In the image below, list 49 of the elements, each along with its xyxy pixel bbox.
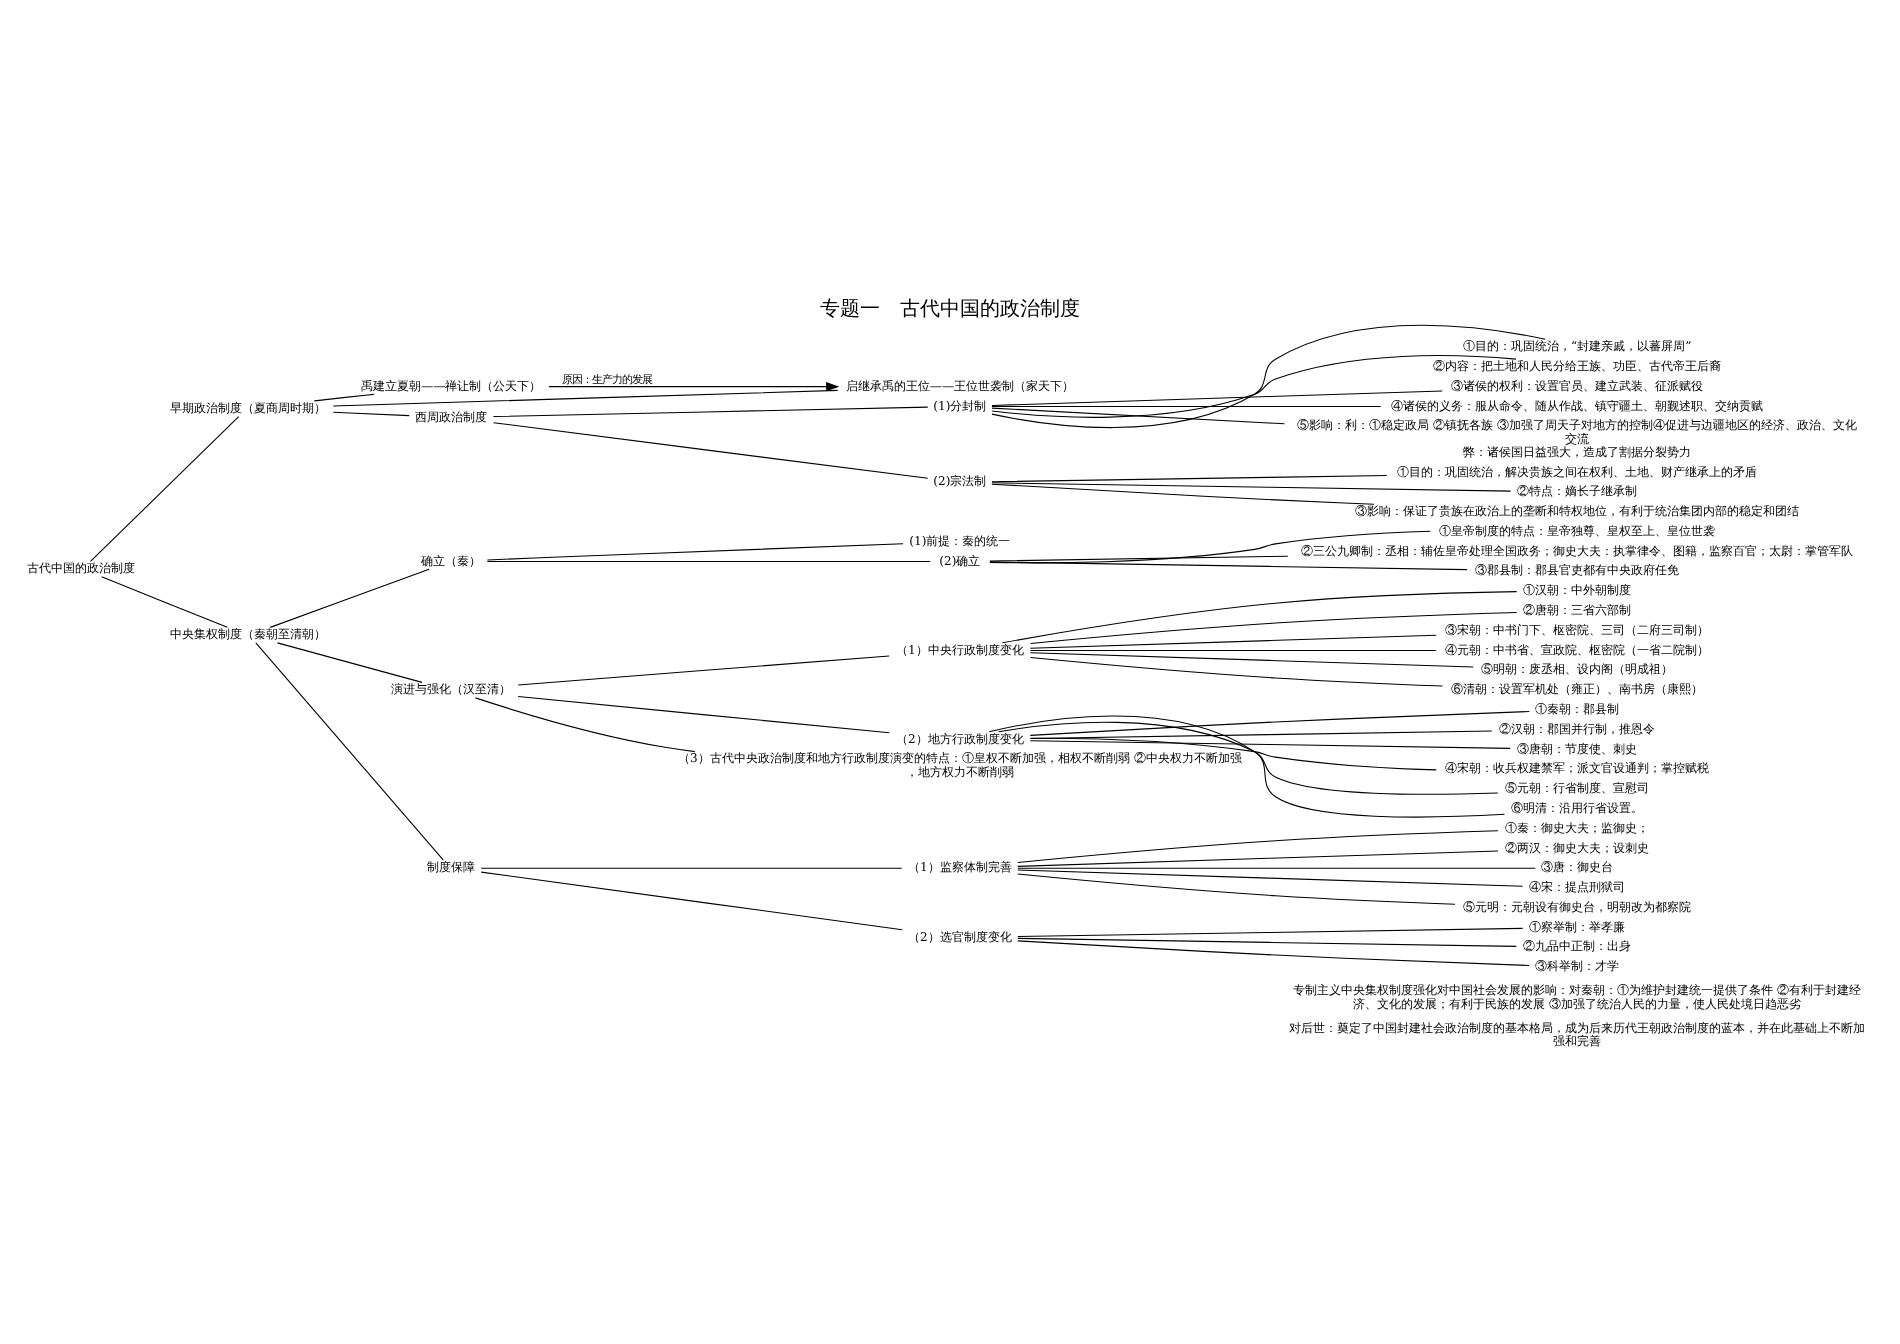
connector: [332, 411, 410, 417]
connector: [991, 474, 1388, 483]
connector: [991, 355, 1517, 418]
connector: [991, 390, 1443, 406]
connector: [1017, 927, 1524, 938]
arrow: [548, 382, 840, 392]
connector: [989, 555, 1289, 562]
connector: [517, 695, 890, 734]
connector: [991, 407, 1285, 425]
connector: [486, 543, 904, 561]
connector: [991, 405, 1382, 407]
connector: [1017, 873, 1456, 905]
connector: [991, 482, 1512, 492]
connector: [1029, 711, 1530, 736]
connector: [486, 560, 931, 562]
connector: [255, 642, 444, 861]
connector: [276, 642, 423, 683]
connector: [1001, 591, 1518, 644]
connector: [1017, 869, 1524, 887]
connector: [89, 416, 240, 562]
connector: [480, 871, 903, 931]
connector: [1017, 940, 1530, 967]
connector: [989, 561, 1468, 571]
connector: [1029, 649, 1437, 652]
connector: [998, 721, 1499, 795]
connector: [1030, 657, 1443, 687]
connector: [313, 393, 375, 402]
connector: [1030, 611, 1518, 645]
diagram-title: 专题一 古代中国的政治制度: [820, 298, 1080, 321]
connector: [1017, 867, 1536, 869]
connector: [101, 576, 228, 628]
connector: [480, 867, 903, 869]
connector: [474, 697, 696, 753]
connector: [991, 324, 1546, 429]
connector: [1017, 850, 1499, 867]
connector: [1029, 737, 1437, 771]
connector: [269, 568, 430, 628]
connector: [1017, 937, 1517, 947]
connector: [332, 389, 839, 407]
connector: [517, 655, 890, 686]
connector: [988, 715, 1506, 818]
connector: [492, 406, 929, 418]
connector: [989, 530, 1431, 564]
connector: [492, 422, 929, 479]
connector: [1029, 740, 1511, 749]
connector: [991, 483, 1375, 505]
connector: [1017, 830, 1499, 863]
connector: [1029, 634, 1437, 649]
connector: [1029, 652, 1474, 668]
